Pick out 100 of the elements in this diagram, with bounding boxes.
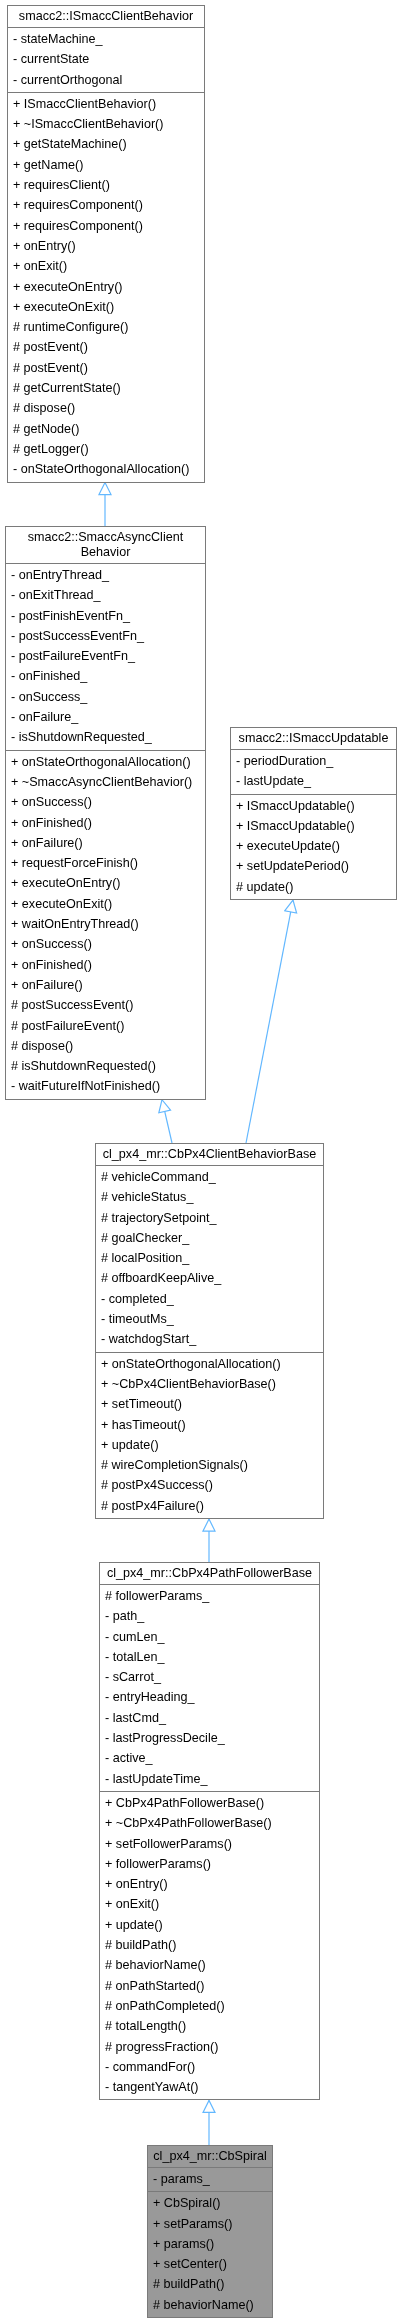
method-text: # totalLength(): [104, 2018, 188, 2036]
method-text: # getNode(): [12, 420, 81, 438]
method-text: + CbPx4PathFollowerBase(): [104, 1794, 266, 1812]
method-text: + params(): [152, 2235, 216, 2253]
class-box: [147, 2145, 273, 2318]
method-text: + onSuccess(): [10, 936, 93, 954]
inheritance-arrow: [245, 899, 298, 1144]
method-text: + onEntry(): [12, 237, 77, 255]
method-text: + ~CbPx4ClientBehaviorBase(): [100, 1375, 277, 1393]
method-text: + requestForceFinish(): [10, 855, 140, 873]
inheritance-arrow: [158, 1099, 173, 1144]
method-text: + onFinished(): [10, 814, 93, 832]
method-text: # progressFraction(): [104, 2038, 220, 2056]
method-text: + onExit(): [104, 1896, 161, 1914]
class-box: [95, 1143, 324, 1520]
method-text: # postSuccessEvent(): [10, 997, 135, 1015]
method-text: # wireCompletionSignals(): [100, 1457, 249, 1475]
method-text: + requiresClient(): [12, 177, 111, 195]
method-text: + onEntry(): [104, 1876, 169, 1894]
method-text: # onPathCompleted(): [104, 1997, 226, 2015]
class-box: [230, 727, 397, 901]
attribute-text: - onFailure_: [10, 709, 80, 727]
attribute-text: - onEntryThread_: [10, 567, 110, 584]
inheritance-arrow: [202, 2099, 216, 2146]
method-text: + requiresComponent(): [12, 217, 144, 235]
method-text: + getStateMachine(): [12, 136, 128, 154]
method-text: # isShutdownRequested(): [10, 1058, 157, 1076]
class-name: smacc2::ISmaccUpdatable: [237, 730, 390, 747]
method-text: - waitFutureIfNotFinished(): [10, 1078, 162, 1096]
class-name: cl_px4_mr::CbPx4PathFollowerBase: [105, 1565, 314, 1582]
attribute-text: - lastProgressDecile_: [104, 1730, 226, 1748]
method-text: + ISmaccUpdatable(): [235, 817, 356, 835]
attribute-text: - postFailureEventFn_: [10, 648, 136, 666]
method-text: + executeOnExit(): [12, 298, 116, 316]
method-text: # behaviorName(): [104, 1957, 207, 1975]
class-name: smacc2::SmaccAsyncClient Behavior: [26, 529, 185, 561]
method-text: # postEvent(): [12, 359, 89, 377]
method-text: + CbSpiral(): [152, 2195, 222, 2213]
method-text: - commandFor(): [104, 2058, 197, 2076]
method-text: + setUpdatePeriod(): [235, 858, 351, 876]
method-text: + executeOnExit(): [10, 895, 114, 913]
attribute-text: # vehicleStatus_: [100, 1189, 195, 1207]
class-name: smacc2::ISmaccClientBehavior: [17, 8, 195, 25]
attribute-text: # offboardKeepAlive_: [100, 1270, 223, 1288]
method-text: + ~CbPx4PathFollowerBase(): [104, 1815, 273, 1833]
class-name: cl_px4_mr::CbPx4ClientBehaviorBase: [101, 1146, 318, 1163]
method-text: + onStateOrthogonalAllocation(): [10, 753, 192, 771]
attribute-text: - totalLen_: [104, 1648, 166, 1666]
attribute-text: - entryHeading_: [104, 1689, 196, 1707]
method-text: - tangentYawAt(): [104, 2079, 200, 2097]
attribute-text: - onExitThread_: [10, 587, 102, 605]
method-text: + requiresComponent(): [12, 197, 144, 215]
inheritance-arrow: [98, 481, 112, 527]
method-text: # getLogger(): [12, 440, 90, 458]
method-text: + hasTimeout(): [100, 1416, 187, 1434]
attribute-text: - periodDuration_: [235, 753, 335, 770]
method-text: + update(): [100, 1436, 160, 1454]
attribute-text: - lastCmd_: [104, 1709, 167, 1727]
method-text: + setParams(): [152, 2215, 234, 2233]
attribute-text: # localPosition_: [100, 1250, 191, 1268]
method-text: # getCurrentState(): [12, 380, 122, 398]
method-text: + update(): [104, 1916, 164, 1934]
attribute-text: # goalChecker_: [100, 1229, 191, 1247]
method-text: + onFinished(): [10, 956, 93, 974]
attribute-text: - path_: [104, 1608, 146, 1626]
method-text: # behaviorName(): [152, 2296, 255, 2314]
method-text: # buildPath(): [104, 1937, 178, 1955]
method-text: + onFailure(): [10, 976, 84, 994]
attribute-text: - watchdogStart_: [100, 1331, 198, 1349]
attribute-text: # followerParams_: [104, 1588, 211, 1605]
attribute-text: - stateMachine_: [12, 31, 104, 48]
class-name: cl_px4_mr::CbSpiral: [152, 2148, 268, 2165]
class-box: [5, 526, 206, 1100]
class-box: [7, 5, 205, 483]
attribute-text: - postSuccessEventFn_: [10, 627, 145, 645]
attribute-text: - timeoutMs_: [100, 1311, 175, 1329]
method-text: # postPx4Success(): [100, 1477, 214, 1495]
attribute-text: - isShutdownRequested_: [10, 729, 153, 747]
attribute-text: - sCarrot_: [104, 1669, 162, 1687]
inheritance-arrow: [202, 1518, 216, 1563]
method-text: # postFailureEvent(): [10, 1017, 126, 1035]
method-text: # postEvent(): [12, 339, 89, 357]
method-text: + ISmaccClientBehavior(): [12, 95, 158, 113]
method-text: + onFailure(): [10, 834, 84, 852]
attribute-text: - lastUpdate_: [235, 773, 312, 791]
method-text: + executeOnEntry(): [12, 278, 124, 296]
method-text: # runtimeConfigure(): [12, 319, 130, 337]
method-text: - onStateOrthogonalAllocation(): [12, 461, 191, 479]
attribute-text: - postFinishEventFn_: [10, 607, 131, 625]
attribute-text: - active_: [104, 1750, 154, 1768]
attribute-text: - currentState: [12, 51, 91, 69]
method-text: # dispose(): [10, 1037, 75, 1055]
attribute-text: - cumLen_: [104, 1628, 166, 1646]
method-text: + waitOnEntryThread(): [10, 916, 140, 934]
method-text: + onStateOrthogonalAllocation(): [100, 1355, 282, 1373]
attribute-text: - lastUpdateTime_: [104, 1770, 209, 1788]
method-text: + getName(): [12, 156, 85, 174]
method-text: + ~SmaccAsyncClientBehavior(): [10, 773, 194, 791]
attribute-text: # trajectorySetpoint_: [100, 1209, 218, 1227]
method-text: + executeOnEntry(): [10, 875, 122, 893]
